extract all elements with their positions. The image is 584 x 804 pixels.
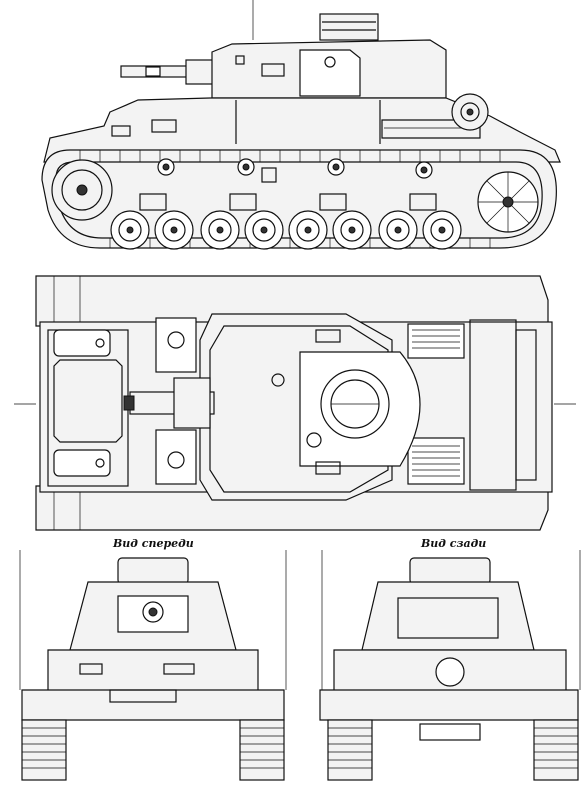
reference-lines bbox=[14, 0, 576, 405]
top-view bbox=[35, 275, 553, 531]
rear-view-caption: Вид сзади bbox=[421, 537, 487, 550]
side-return-rollers bbox=[157, 158, 433, 179]
side-superstructure bbox=[43, 97, 561, 163]
rear-track-left bbox=[327, 719, 373, 781]
rear-lower-hull bbox=[319, 689, 579, 721]
side-drive-sprocket bbox=[51, 159, 113, 221]
top-hatches bbox=[155, 317, 197, 485]
side-bogies bbox=[139, 167, 437, 211]
rear-turret bbox=[361, 581, 535, 651]
top-gun bbox=[123, 377, 215, 429]
front-view-caption: Вид спереди bbox=[113, 537, 194, 550]
top-turret bbox=[199, 313, 421, 501]
rear-track-right bbox=[533, 719, 579, 781]
top-fenders bbox=[35, 275, 549, 531]
top-engine-deck bbox=[407, 319, 537, 491]
rear-cupola bbox=[409, 557, 491, 585]
rear-view bbox=[319, 550, 581, 781]
side-turret bbox=[211, 13, 447, 99]
side-road-wheels bbox=[110, 210, 462, 250]
front-cupola bbox=[117, 557, 189, 585]
side-spare-wheel bbox=[451, 93, 489, 131]
front-view bbox=[19, 550, 287, 781]
side-gun bbox=[120, 59, 215, 85]
side-view bbox=[41, 13, 561, 250]
front-track-right bbox=[239, 719, 285, 781]
front-track-left bbox=[21, 719, 67, 781]
side-idler-wheel bbox=[477, 171, 539, 233]
front-lower-hull bbox=[21, 689, 285, 721]
